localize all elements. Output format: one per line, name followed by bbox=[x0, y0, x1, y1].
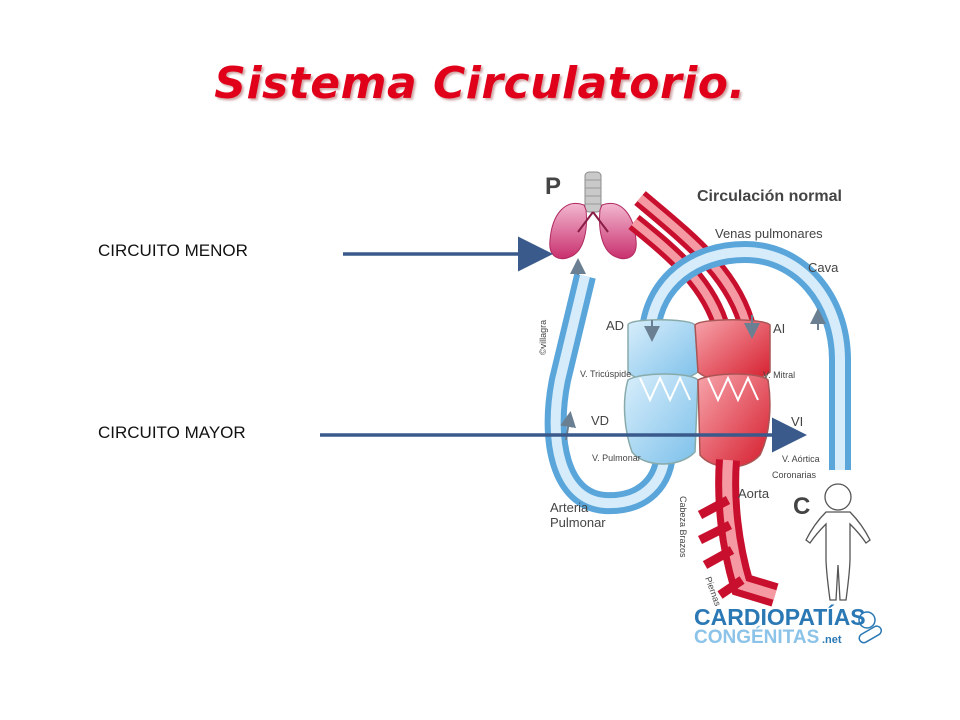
cava-label: Cava bbox=[808, 260, 839, 275]
letter-p-label: P bbox=[545, 173, 561, 200]
trachea-icon bbox=[584, 171, 602, 213]
circulation-heading: Circulación normal bbox=[697, 188, 842, 205]
signature-label: ©villagra bbox=[538, 320, 548, 355]
ai-label: AI bbox=[773, 321, 785, 336]
circuito-menor-label: CIRCUITO MENOR bbox=[98, 241, 248, 260]
logo-line1: CARDIOPATÍAS bbox=[694, 603, 866, 630]
v-aortica-label: V. Aórtica bbox=[782, 454, 820, 464]
vena-cava-icon bbox=[639, 240, 851, 470]
arteria-label: Arteria bbox=[550, 500, 589, 515]
lungs-icon bbox=[549, 203, 637, 260]
slide-title: Sistema Circulatorio. bbox=[214, 58, 746, 109]
cardiopatias-logo: CARDIOPATÍAS CONGÉNITAS .net bbox=[694, 603, 882, 648]
cabeza-brazos-label: Cabeza Brazos bbox=[678, 496, 688, 558]
venas-pulmonares-label: Venas pulmonares bbox=[715, 226, 823, 241]
heart-icon bbox=[623, 319, 771, 468]
child-icon bbox=[805, 483, 871, 601]
v-tricuspide-label: V. Tricúspide bbox=[580, 369, 631, 379]
ad-label: AD bbox=[606, 318, 624, 333]
coronarias-label: Coronarias bbox=[772, 470, 817, 480]
pulmonary-artery-icon bbox=[544, 273, 676, 515]
circuito-mayor-label: CIRCUITO MAYOR bbox=[98, 423, 246, 442]
letter-c-label: C bbox=[793, 493, 810, 520]
v-mitral-label: V. Mitral bbox=[763, 370, 795, 380]
vi-label: VI bbox=[791, 414, 803, 429]
pulmonar-label: Pulmonar bbox=[550, 515, 606, 530]
vd-label: VD bbox=[591, 413, 609, 428]
v-pulmonar-label: V. Pulmonar bbox=[592, 453, 641, 463]
aorta-icon bbox=[697, 459, 779, 607]
aorta-label: Aorta bbox=[738, 486, 770, 501]
pill-icon bbox=[858, 611, 882, 644]
logo-suffix: .net bbox=[822, 634, 842, 646]
logo-line2: CONGÉNITAS bbox=[694, 626, 819, 648]
